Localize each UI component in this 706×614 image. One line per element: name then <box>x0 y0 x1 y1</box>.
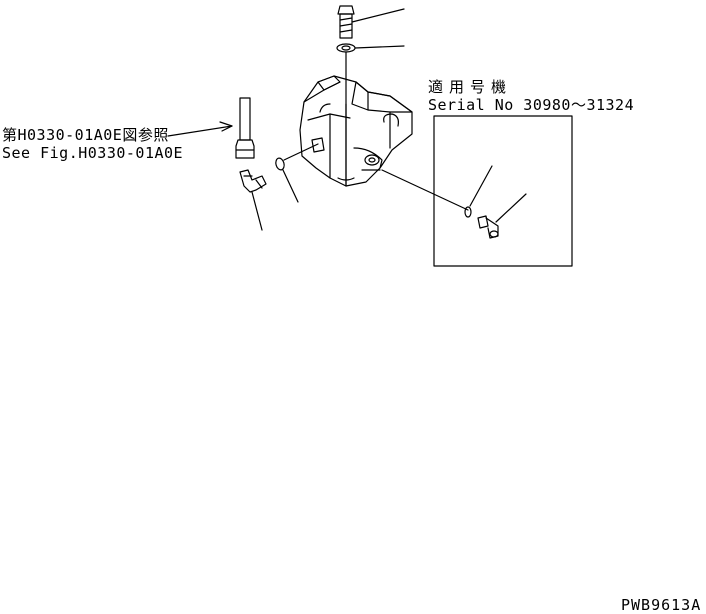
serial-number-range: Serial No 30980～31324 <box>428 96 635 114</box>
serial-applicability-box <box>434 116 572 266</box>
plug-o-ring <box>465 207 471 217</box>
o-ring-assembly-line <box>284 144 318 160</box>
washer <box>337 44 355 52</box>
plug-assembly-line <box>382 170 468 210</box>
drawing-code: PWB9613A <box>621 596 702 614</box>
plug-o-ring-leader <box>470 166 492 206</box>
valve-body <box>300 76 412 186</box>
elbow-fitting <box>240 170 266 192</box>
elbow-fitting-leader <box>252 192 262 230</box>
reference-pipe <box>236 98 254 158</box>
reference-arrow-head <box>220 122 232 131</box>
top-bolt-leader <box>352 9 404 22</box>
o-ring-leader <box>283 170 298 202</box>
washer-leader <box>355 46 404 48</box>
reference-figure-label-ja: 第H0330-01A0E図参照 <box>2 126 169 144</box>
plug-leader <box>496 194 526 222</box>
o-ring <box>275 157 286 171</box>
top-bolt <box>338 6 354 38</box>
reference-arrow-line <box>168 126 232 136</box>
serial-applicability-title: 適用号機 <box>428 78 513 96</box>
reference-figure-label-en: See Fig.H0330-01A0E <box>2 144 184 162</box>
plug <box>478 216 498 238</box>
